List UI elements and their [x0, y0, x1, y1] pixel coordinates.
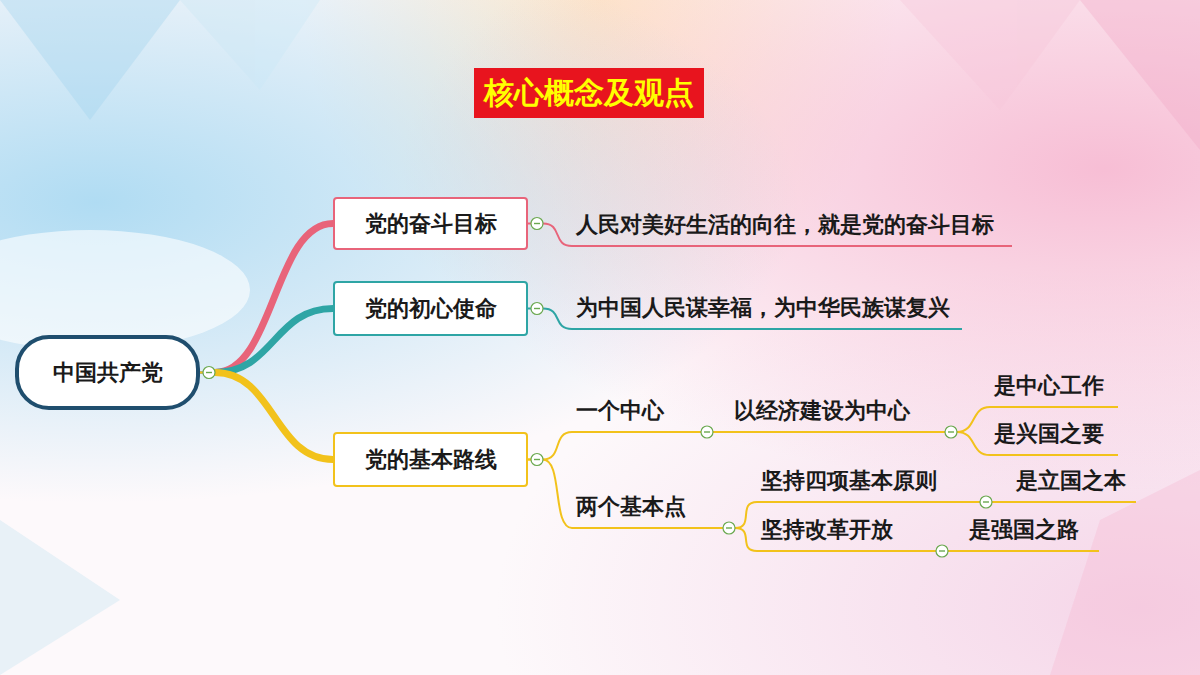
- branch-connector: [948, 550, 965, 552]
- collapse-toggle: [701, 426, 713, 438]
- topic-text: 党的奋斗目标: [365, 209, 497, 239]
- collapse-toggle-minus: [534, 308, 540, 309]
- topic-branch: 一个中心: [572, 394, 698, 433]
- branch-connector: [543, 460, 572, 529]
- branch-connector: [543, 309, 572, 330]
- topic-text: 中国共产党: [53, 358, 163, 388]
- topic-text: 党的基本路线: [365, 445, 497, 475]
- facet: [900, 0, 1080, 110]
- collapse-toggle: [531, 218, 543, 230]
- branch-connector: [215, 373, 333, 460]
- facet: [1050, 470, 1200, 675]
- facet: [180, 0, 320, 90]
- topic-text: 是立国之本: [1016, 466, 1132, 496]
- topic-branch: 坚持四项基本原则: [757, 464, 977, 503]
- topic-branch: 以经济建设为中心: [730, 394, 942, 433]
- branch-connector: [215, 309, 333, 373]
- collapse-toggle-minus: [534, 223, 540, 224]
- branch-connector: [543, 432, 572, 460]
- topic-box: 党的初心使命: [333, 281, 528, 336]
- topic-text: 人民对美好生活的向往，就是党的奋斗目标: [576, 210, 1008, 240]
- branch-connector: [543, 224, 572, 247]
- topic-branch: 为中国人民谋幸福，为中华民族谋复兴: [572, 291, 962, 330]
- facet: [0, 0, 180, 120]
- collapse-toggle: [936, 545, 948, 557]
- topic-text: 以经济建设为中心: [734, 396, 938, 426]
- cloud: [0, 230, 250, 350]
- branch-connector: [957, 432, 990, 455]
- topic-box: 党的基本路线: [333, 432, 528, 487]
- collapse-toggle: [531, 454, 543, 466]
- topic-text: 一个中心: [576, 396, 694, 426]
- collapse-toggle-minus: [948, 431, 954, 432]
- collapse-toggle: [531, 303, 543, 315]
- branch-connector: [713, 431, 730, 433]
- branch-connector: [992, 501, 1012, 503]
- collapse-toggle-minus: [534, 459, 540, 460]
- collapse-toggle: [723, 522, 735, 534]
- collapse-toggle-minus: [939, 550, 945, 551]
- collapse-toggle-minus: [726, 527, 732, 528]
- topic-branch: 坚持改革开放: [757, 513, 933, 552]
- collapse-toggle: [945, 426, 957, 438]
- topic-text: 两个基本点: [576, 492, 716, 522]
- branch-connector: [957, 407, 990, 432]
- collapse-toggle-minus: [704, 431, 710, 432]
- topic-branch: 人民对美好生活的向往，就是党的奋斗目标: [572, 208, 1012, 247]
- topic-box: 中国共产党: [15, 335, 200, 410]
- topic-text: 是中心工作: [994, 371, 1114, 401]
- topic-branch: 是强国之路: [965, 513, 1099, 552]
- topic-branch: 两个基本点: [572, 490, 720, 529]
- topic-branch: 是立国之本: [1012, 464, 1136, 503]
- branch-connector: [215, 224, 333, 373]
- collapse-toggle: [980, 496, 992, 508]
- topic-text: 为中国人民谋幸福，为中华民族谋复兴: [576, 293, 958, 323]
- topic-text: 是兴国之要: [994, 419, 1114, 449]
- collapse-toggle-minus: [206, 372, 212, 373]
- branch-connector: [735, 502, 757, 528]
- topic-text: 是强国之路: [969, 515, 1095, 545]
- topic-text: 坚持四项基本原则: [761, 466, 973, 496]
- title-banner: 核心概念及观点: [474, 68, 704, 118]
- collapse-toggle: [203, 367, 215, 379]
- topic-text: 党的初心使命: [365, 294, 497, 324]
- topic-text: 坚持改革开放: [761, 515, 929, 545]
- topic-branch: 是兴国之要: [990, 417, 1118, 456]
- facet: [0, 520, 120, 675]
- topic-branch: 是中心工作: [990, 369, 1118, 408]
- collapse-toggle-minus: [983, 501, 989, 502]
- topic-box: 党的奋斗目标: [333, 197, 528, 250]
- facet: [1080, 0, 1200, 150]
- branch-connector: [735, 528, 757, 551]
